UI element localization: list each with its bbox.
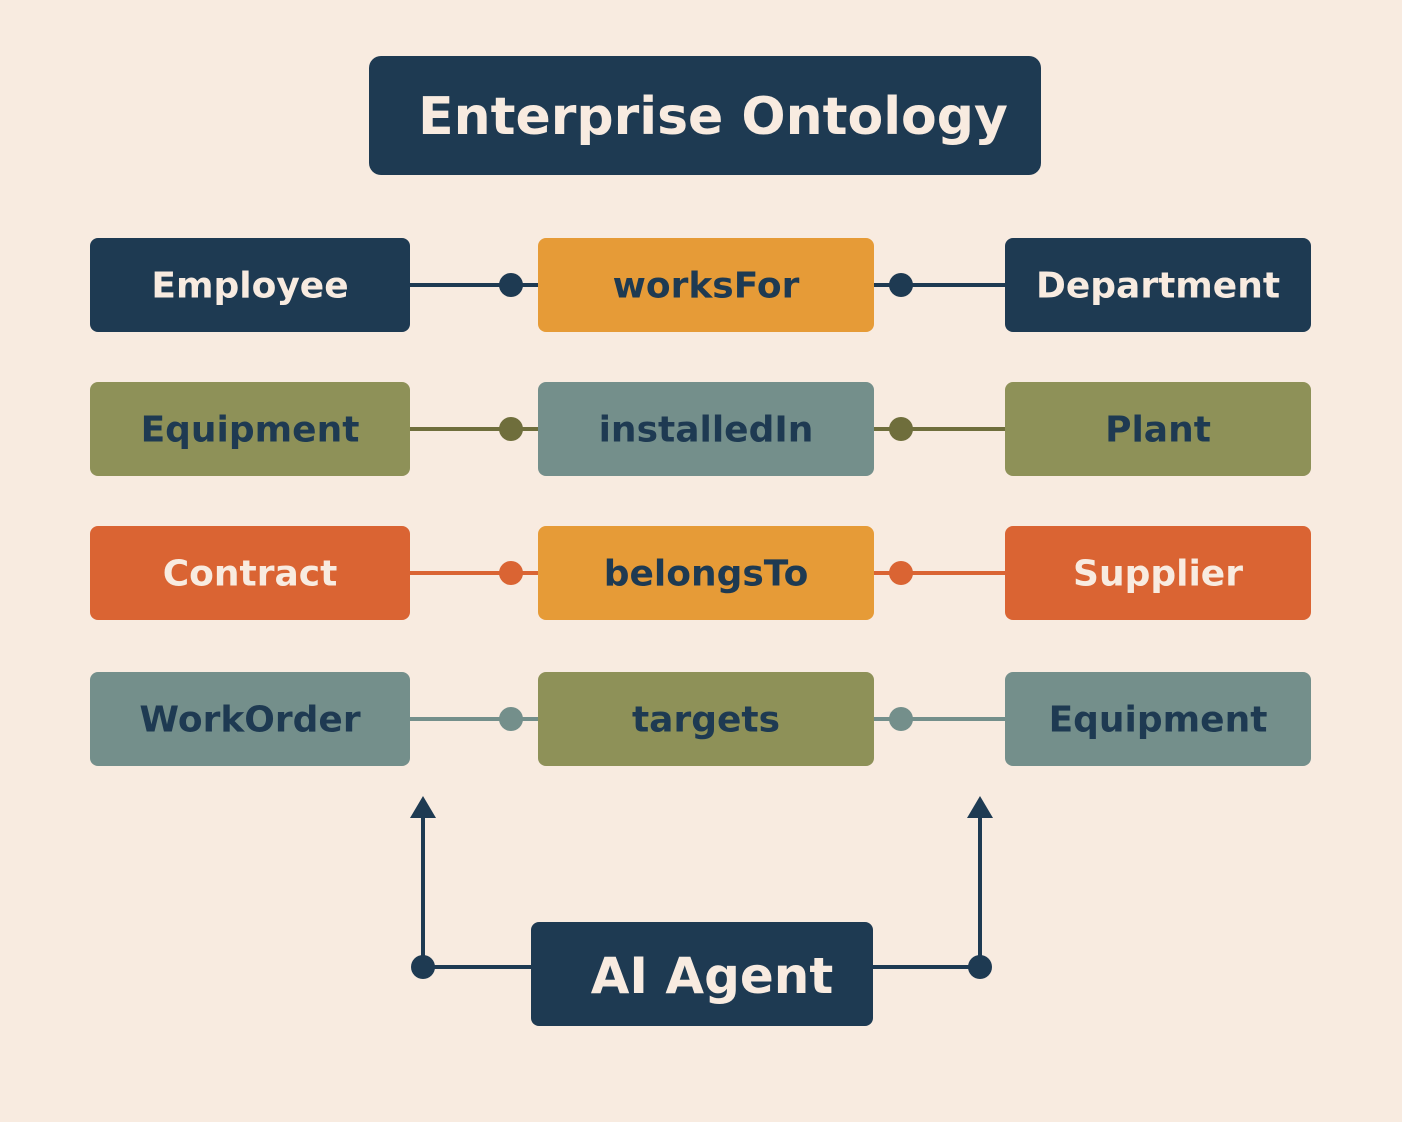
object-node-label: Department [1036, 266, 1280, 307]
object-node-label: Supplier [1073, 554, 1243, 595]
relation-node: worksFor [538, 238, 874, 332]
subject-node: Contract [90, 526, 410, 620]
relation-node-label: installedIn [599, 410, 814, 451]
agent-left-connector-dot [411, 955, 435, 979]
connector-dot-right [889, 561, 913, 585]
relation-row: Equipment installedIn Plant [90, 382, 1311, 476]
subject-node-background [90, 526, 410, 620]
subject-node: Employee [90, 238, 410, 332]
connector-dot-left [499, 707, 523, 731]
object-node-label: Plant [1105, 410, 1211, 451]
subject-node-background [90, 382, 410, 476]
object-node-background [1005, 526, 1311, 620]
agent-box-background [531, 922, 873, 1026]
subject-node-background [90, 672, 410, 766]
relation-node-label: belongsTo [604, 554, 809, 595]
agent-connectors [410, 796, 993, 979]
object-node: Department [1005, 238, 1311, 332]
object-node: Plant [1005, 382, 1311, 476]
subject-node-label: Equipment [141, 410, 360, 451]
relation-row: Employee worksFor Department [90, 238, 1311, 332]
object-node-background [1005, 672, 1311, 766]
subject-node: Equipment [90, 382, 410, 476]
relation-row: Contract belongsTo Supplier [90, 526, 1311, 620]
subject-node-label: Employee [151, 266, 348, 307]
subject-node-label: Contract [163, 554, 338, 595]
connector-dot-left [499, 273, 523, 297]
agent-right-arrowhead [967, 796, 993, 818]
diagram-title: Enterprise Ontology [418, 87, 1008, 147]
subject-node: WorkOrder [90, 672, 410, 766]
subject-node-background [90, 238, 410, 332]
relation-node-label: worksFor [613, 266, 800, 307]
object-node-background [1005, 238, 1311, 332]
agent-left-connector [421, 815, 531, 969]
connector-dot-right [889, 273, 913, 297]
relation-node-background [538, 238, 874, 332]
subject-node-label: WorkOrder [139, 700, 360, 741]
relation-node-background [538, 672, 874, 766]
object-node-label: Equipment [1049, 700, 1268, 741]
relation-node: targets [538, 672, 874, 766]
connector-dot-right [889, 417, 913, 441]
object-node: Equipment [1005, 672, 1311, 766]
agent-left-arrowhead [410, 796, 436, 818]
title-box-background [369, 56, 1041, 175]
relation-node: installedIn [538, 382, 874, 476]
relation-node-background [538, 526, 874, 620]
agent-right-connector-dot [968, 955, 992, 979]
agent-label: AI Agent [591, 947, 834, 1005]
connector-dot-right [889, 707, 913, 731]
relation-node-background [538, 382, 874, 476]
connector-dot-left [499, 561, 523, 585]
title-box: Enterprise Ontology [369, 56, 1041, 175]
relation-node: belongsTo [538, 526, 874, 620]
object-node-background [1005, 382, 1311, 476]
agent-box: AI Agent [531, 922, 873, 1026]
agent-right-connector [873, 815, 982, 969]
relation-row: WorkOrder targets Equipment [90, 672, 1311, 766]
object-node: Supplier [1005, 526, 1311, 620]
relation-node-label: targets [632, 700, 780, 741]
connector-dot-left [499, 417, 523, 441]
